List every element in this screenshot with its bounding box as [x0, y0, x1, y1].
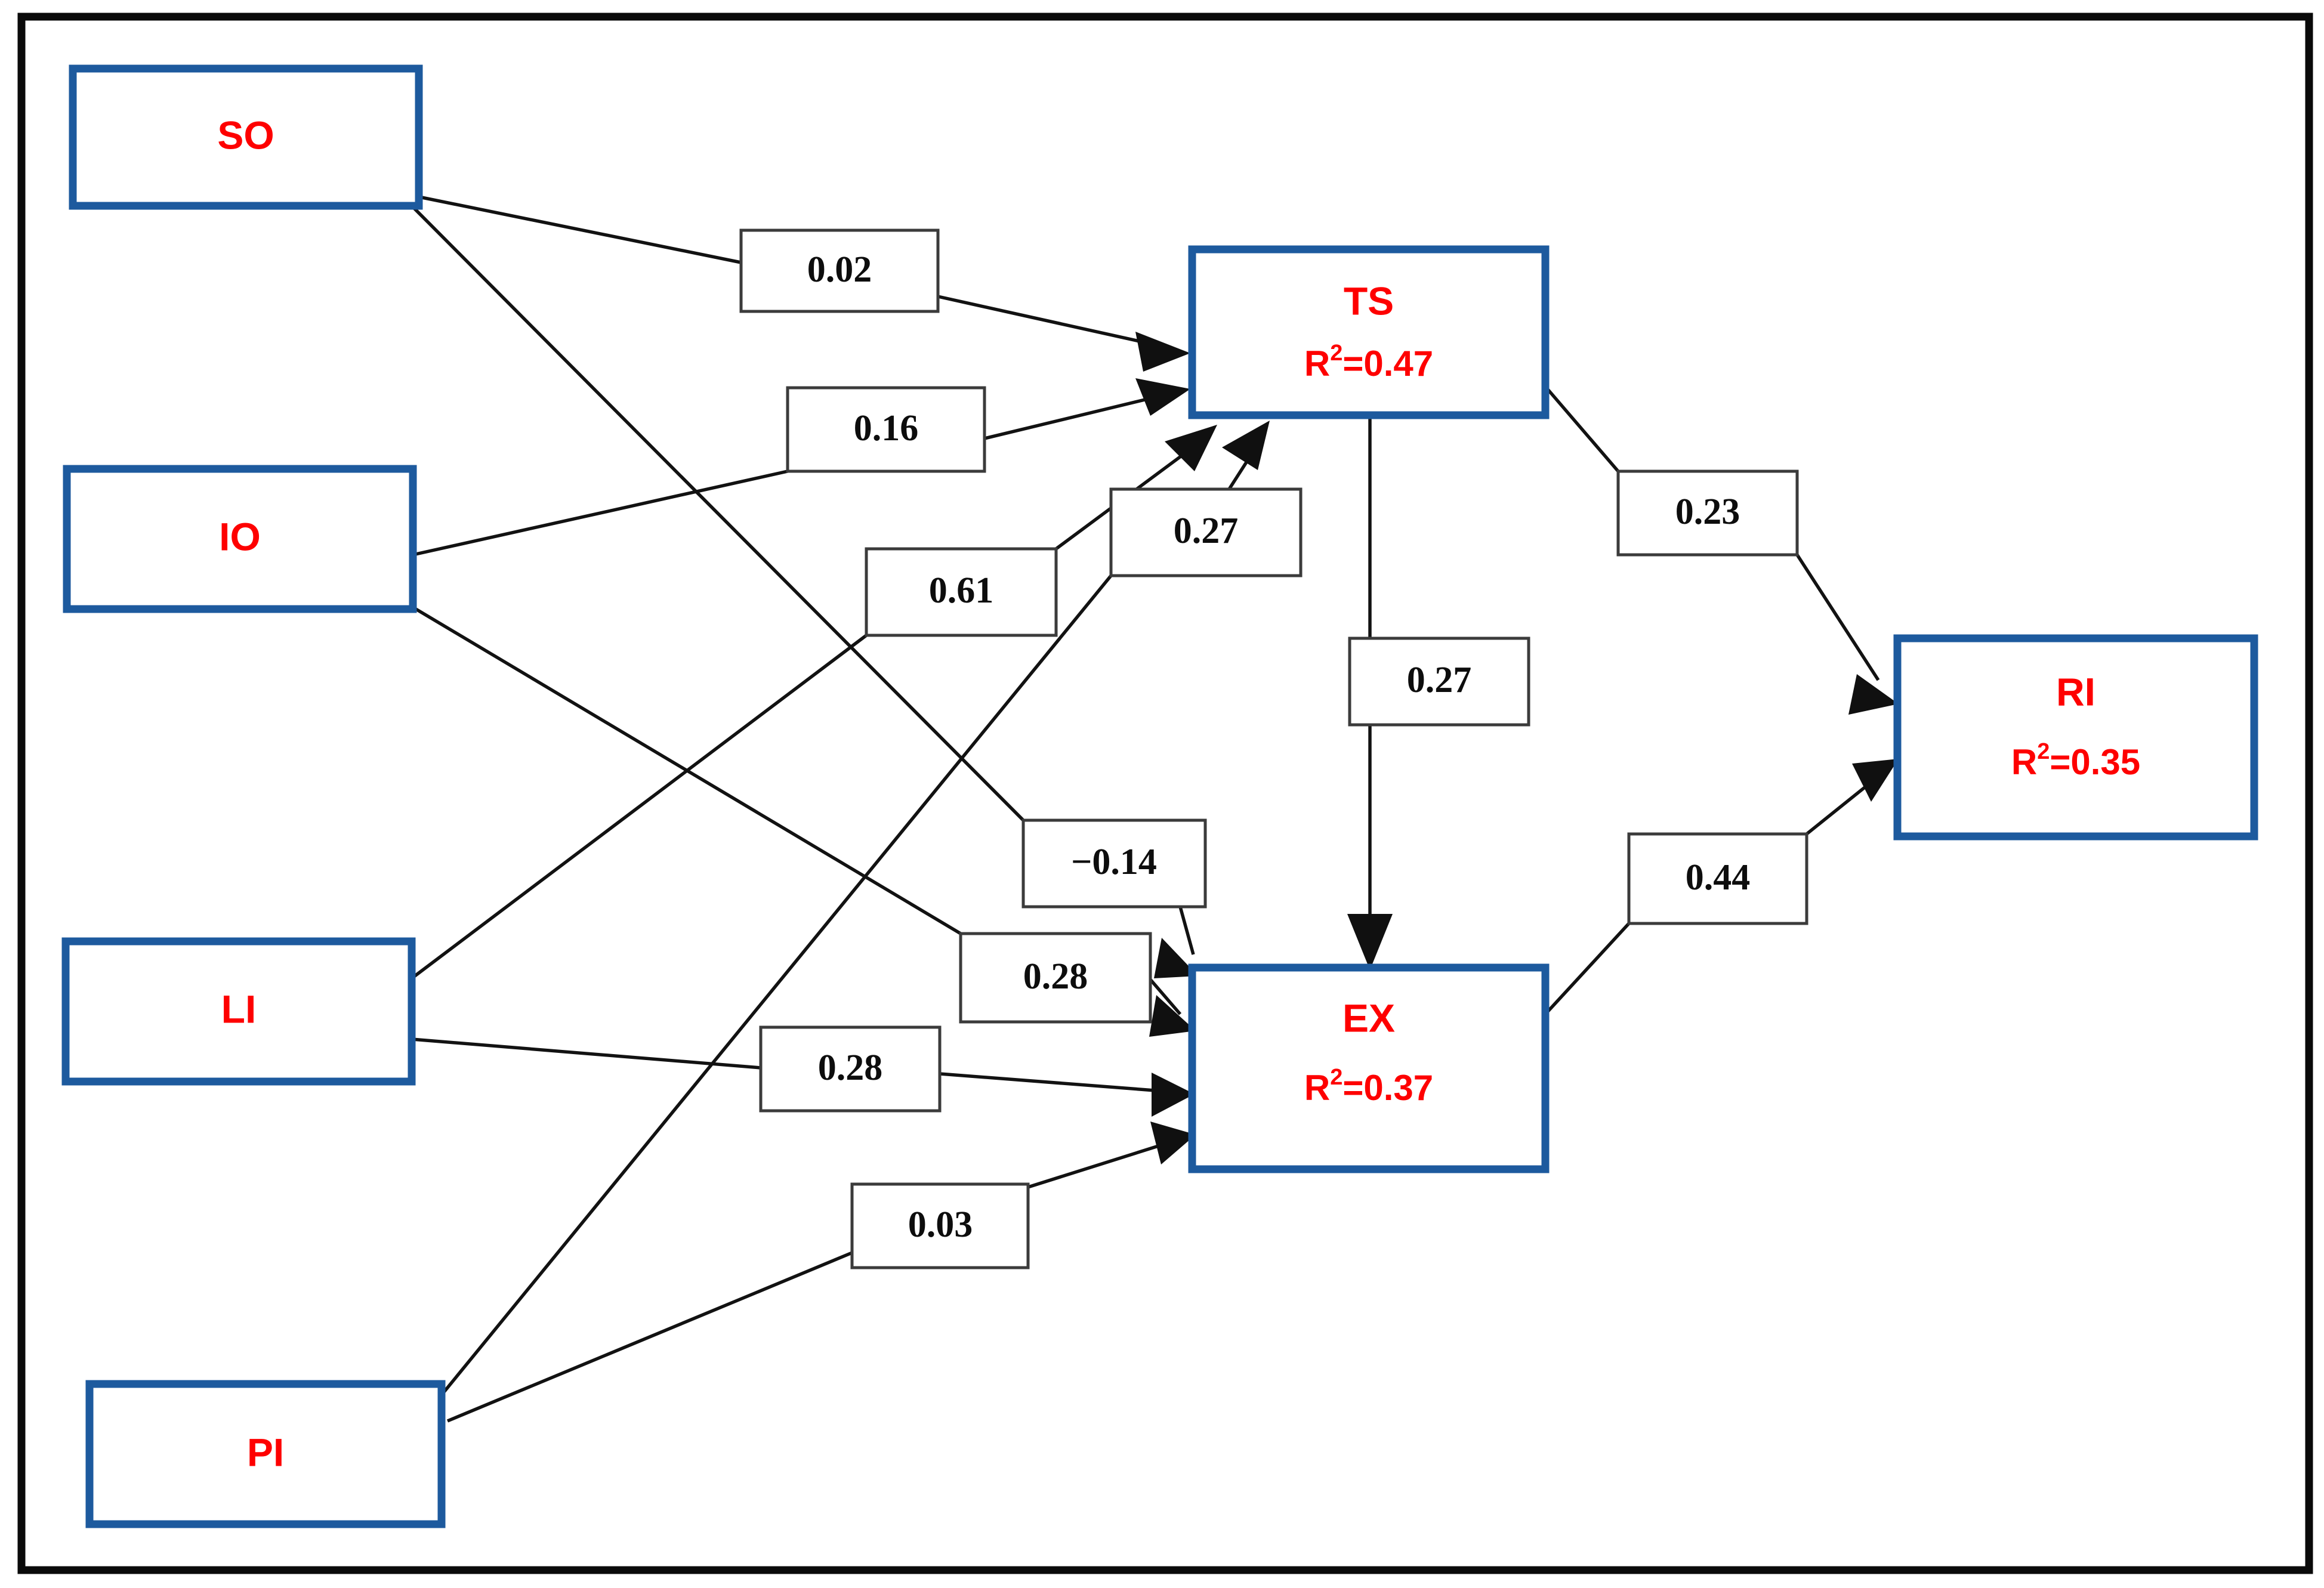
coef-li-ex[interactable]: 0.28 [759, 1025, 942, 1113]
coef-io-ex-box[interactable] [959, 932, 1152, 1024]
construct-ex-r2: R2=0.37 [1304, 1065, 1433, 1108]
construct-ex-box[interactable] [1188, 963, 1550, 1173]
coef-pi-ts[interactable]: 0.27 [1109, 487, 1303, 577]
coef-li-ex-value: 0.28 [818, 1048, 883, 1088]
coef-pi-ex-value: 0.03 [908, 1204, 973, 1245]
coef-io-ts[interactable]: 0.16 [786, 386, 986, 473]
edge-io-ts-seg2 [984, 392, 1170, 440]
construct-io-box[interactable] [63, 465, 417, 613]
edge-io-ex-seg2 [1149, 978, 1182, 1015]
arrowhead-li-ts [1165, 425, 1217, 471]
construct-ri-label: RI [2056, 669, 2095, 713]
coef-pi-ex[interactable]: 0.03 [850, 1182, 1030, 1269]
coef-so-ex[interactable]: −0.14 [1021, 818, 1207, 909]
coef-li-ts-value: 0.61 [929, 570, 994, 611]
coef-io-ts-box[interactable] [786, 386, 986, 473]
construct-ri-r2: R2=0.35 [2011, 739, 2140, 782]
coefficient-layer: 0.02 0.16 0.61 0.27 0.27 0.23 [739, 228, 1808, 1269]
coef-ex-ri[interactable]: 0.44 [1627, 832, 1808, 925]
arrowhead-li-ex [1152, 1073, 1195, 1117]
arrowhead-so-ex [1154, 938, 1198, 978]
edge-li-ex-seg2 [939, 1072, 1171, 1093]
construct-so[interactable]: SO [69, 64, 423, 210]
coef-io-ex[interactable]: 0.28 [959, 932, 1152, 1024]
arrowhead-so-ts [1135, 332, 1190, 372]
coef-so-ex-box[interactable] [1021, 818, 1207, 909]
edge-li-ex-seg1 [411, 1037, 761, 1070]
edge-layer [411, 195, 1899, 1423]
coef-so-ts-box[interactable] [739, 228, 940, 313]
coef-so-ts[interactable]: 0.02 [739, 228, 940, 313]
construct-ex-label: EX [1342, 996, 1395, 1040]
construct-li[interactable]: LI [61, 937, 416, 1086]
coef-ts-ri-box[interactable] [1616, 469, 1799, 557]
edge-pi-ts-seg1 [441, 574, 1113, 1395]
coef-ex-ri-box[interactable] [1627, 832, 1808, 925]
construct-ts-r2: R2=0.47 [1304, 341, 1433, 384]
construct-so-label: SO [217, 113, 274, 157]
arrowhead-io-ex [1149, 995, 1196, 1037]
coef-pi-ex-box[interactable] [850, 1182, 1030, 1269]
construct-ex[interactable]: EX R2=0.37 [1188, 963, 1550, 1173]
construct-pi[interactable]: PI [85, 1380, 446, 1528]
coef-io-ts-value: 0.16 [854, 408, 919, 449]
coef-ts-ex[interactable]: 0.27 [1348, 637, 1530, 727]
edge-pi-ex-seg2 [1027, 1139, 1176, 1189]
edge-io-ex-seg1 [412, 605, 962, 935]
coef-so-ts-value: 0.02 [807, 249, 872, 290]
coef-io-ex-value: 0.28 [1023, 956, 1088, 997]
edge-ts-ri-seg1 [1544, 385, 1620, 472]
construct-ri[interactable]: RI R2=0.35 [1893, 634, 2258, 841]
coef-ts-ex-box[interactable] [1348, 637, 1530, 727]
construct-ri-box[interactable] [1893, 634, 2258, 841]
construct-li-box[interactable] [61, 937, 416, 1086]
construct-ts-box[interactable] [1188, 245, 1550, 419]
arrowhead-ts-ex [1347, 914, 1393, 970]
arrowhead-ts-ri [1848, 674, 1899, 715]
arrowhead-io-ts [1135, 378, 1190, 416]
edge-so-ts-seg2 [937, 295, 1175, 351]
construct-io-label: IO [219, 514, 261, 558]
arrowhead-pi-ts [1222, 421, 1270, 470]
construct-layer: SO IO LI PI TS R2=0.47 EX [61, 64, 2258, 1528]
edge-so-ts-seg1 [418, 195, 742, 264]
coef-ex-ri-value: 0.44 [1686, 857, 1751, 898]
construct-ts-label: TS [1344, 279, 1394, 323]
coef-pi-ts-box[interactable] [1109, 487, 1303, 577]
edge-pi-ex-seg1 [446, 1251, 853, 1423]
edge-li-ts-seg1 [411, 634, 868, 980]
edge-io-ts-seg1 [412, 469, 788, 557]
coef-ts-ex-value: 0.27 [1407, 660, 1472, 700]
arrowhead-ex-ri [1852, 759, 1899, 802]
edge-ts-ri-seg2 [1795, 554, 1880, 681]
figure-frame [17, 13, 2313, 1574]
coef-li-ex-box[interactable] [759, 1025, 942, 1113]
construct-io[interactable]: IO [63, 465, 417, 613]
coef-pi-ts-value: 0.27 [1174, 511, 1239, 551]
coef-ts-ri[interactable]: 0.23 [1616, 469, 1799, 557]
construct-pi-box[interactable] [85, 1380, 446, 1528]
construct-pi-label: PI [247, 1430, 284, 1474]
construct-so-box[interactable] [69, 64, 423, 210]
arrowhead-pi-ex [1150, 1122, 1196, 1164]
coef-li-ts[interactable]: 0.61 [865, 547, 1058, 637]
construct-ts[interactable]: TS R2=0.47 [1188, 245, 1550, 419]
coef-li-ts-box[interactable] [865, 547, 1058, 637]
coef-ts-ri-value: 0.23 [1675, 492, 1740, 532]
edge-ex-ri-seg1 [1544, 922, 1631, 1015]
edge-so-ex-seg1 [411, 205, 1024, 821]
coef-so-ex-value: −0.14 [1071, 842, 1157, 882]
edge-so-ex-seg2 [1178, 906, 1195, 955]
construct-li-label: LI [221, 987, 257, 1031]
